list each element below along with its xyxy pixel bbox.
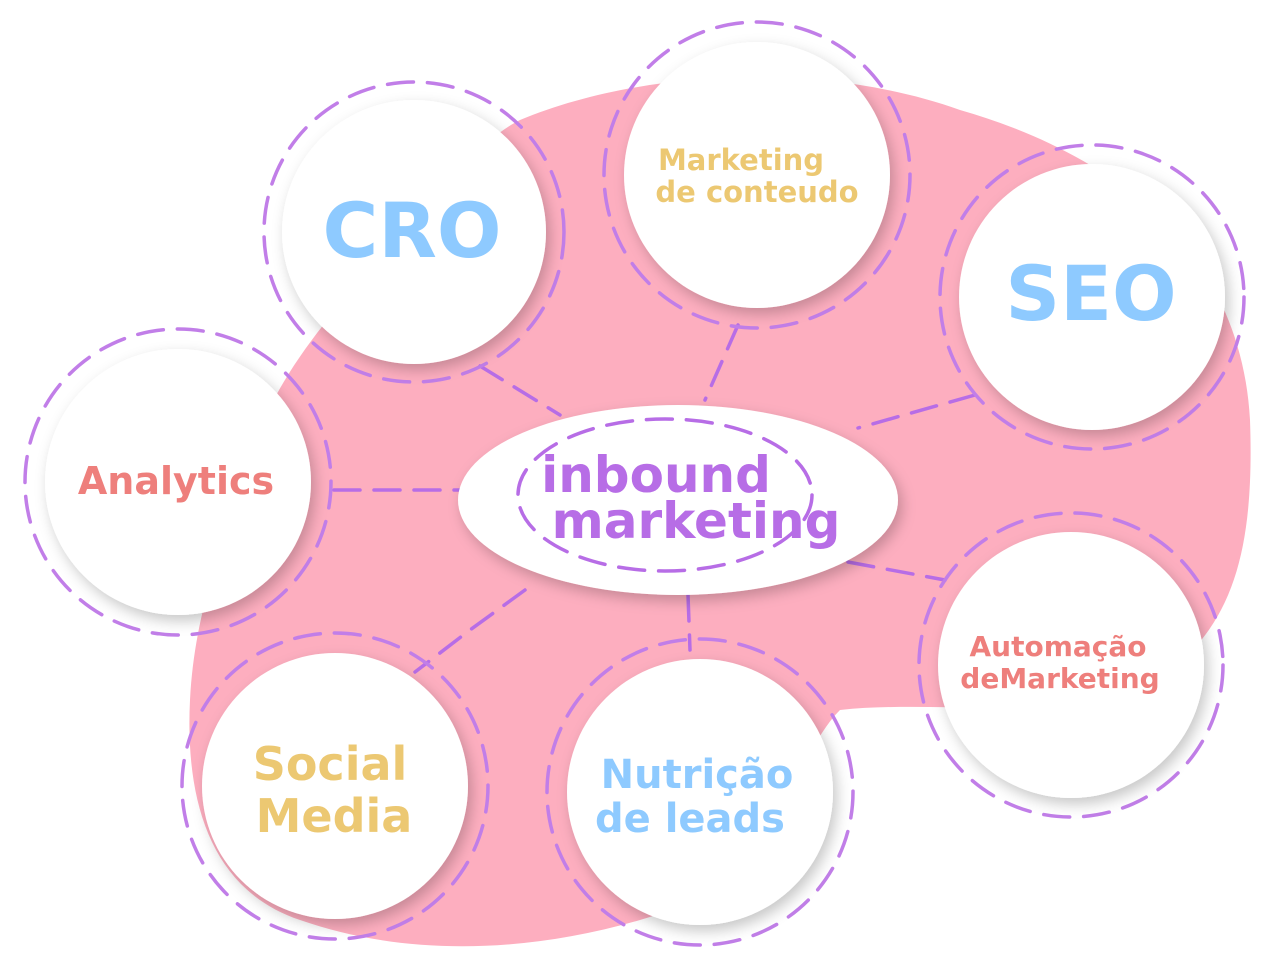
circle-cro bbox=[282, 100, 546, 364]
connector-nutricao bbox=[686, 593, 692, 652]
circle-seo bbox=[959, 164, 1225, 430]
analytics-label: Analytics bbox=[78, 459, 274, 503]
connector-marketing-conteudo bbox=[703, 323, 740, 402]
social-media-label-line1: Social bbox=[253, 737, 408, 791]
automacao-label-line2: deMarketing bbox=[960, 662, 1159, 695]
ring-marketing-conteudo bbox=[602, 20, 912, 330]
social-media-label-line2: Media bbox=[256, 789, 413, 843]
connector-social-media bbox=[413, 588, 527, 674]
ring-cro bbox=[262, 80, 566, 384]
connector-automacao bbox=[846, 560, 947, 582]
ring-analytics bbox=[23, 327, 333, 637]
dashed-rings bbox=[23, 20, 1246, 947]
ring-social-media bbox=[180, 631, 490, 941]
cro-label: CRO bbox=[323, 186, 502, 275]
ring-seo bbox=[938, 143, 1246, 451]
circle-nutricao bbox=[567, 659, 833, 925]
circle-analytics bbox=[45, 349, 311, 615]
circle-marketing-conteudo bbox=[624, 42, 890, 308]
marketing-conteudo-label-line2: de conteudo bbox=[655, 175, 858, 209]
connector-seo bbox=[856, 393, 977, 430]
connectors bbox=[332, 323, 977, 674]
seo-label: SEO bbox=[1005, 249, 1176, 338]
nutricao-label-line1: Nutrição bbox=[601, 752, 794, 798]
ring-automacao bbox=[917, 511, 1225, 819]
center-ellipse bbox=[458, 405, 898, 595]
center-label-line2: marketing bbox=[552, 492, 841, 550]
connector-cro bbox=[478, 364, 562, 417]
center-dashed-ellipse bbox=[516, 417, 814, 573]
circle-social-media bbox=[202, 653, 468, 919]
node-circles bbox=[45, 42, 1225, 925]
ring-nutricao bbox=[545, 637, 855, 947]
center-label-line1: inbound bbox=[541, 446, 771, 504]
nutricao-label-line2: de leads bbox=[595, 796, 785, 842]
circle-automacao bbox=[938, 532, 1204, 798]
marketing-conteudo-label-line1: Marketing bbox=[658, 143, 824, 177]
automacao-label-line1: Automação bbox=[969, 630, 1146, 663]
